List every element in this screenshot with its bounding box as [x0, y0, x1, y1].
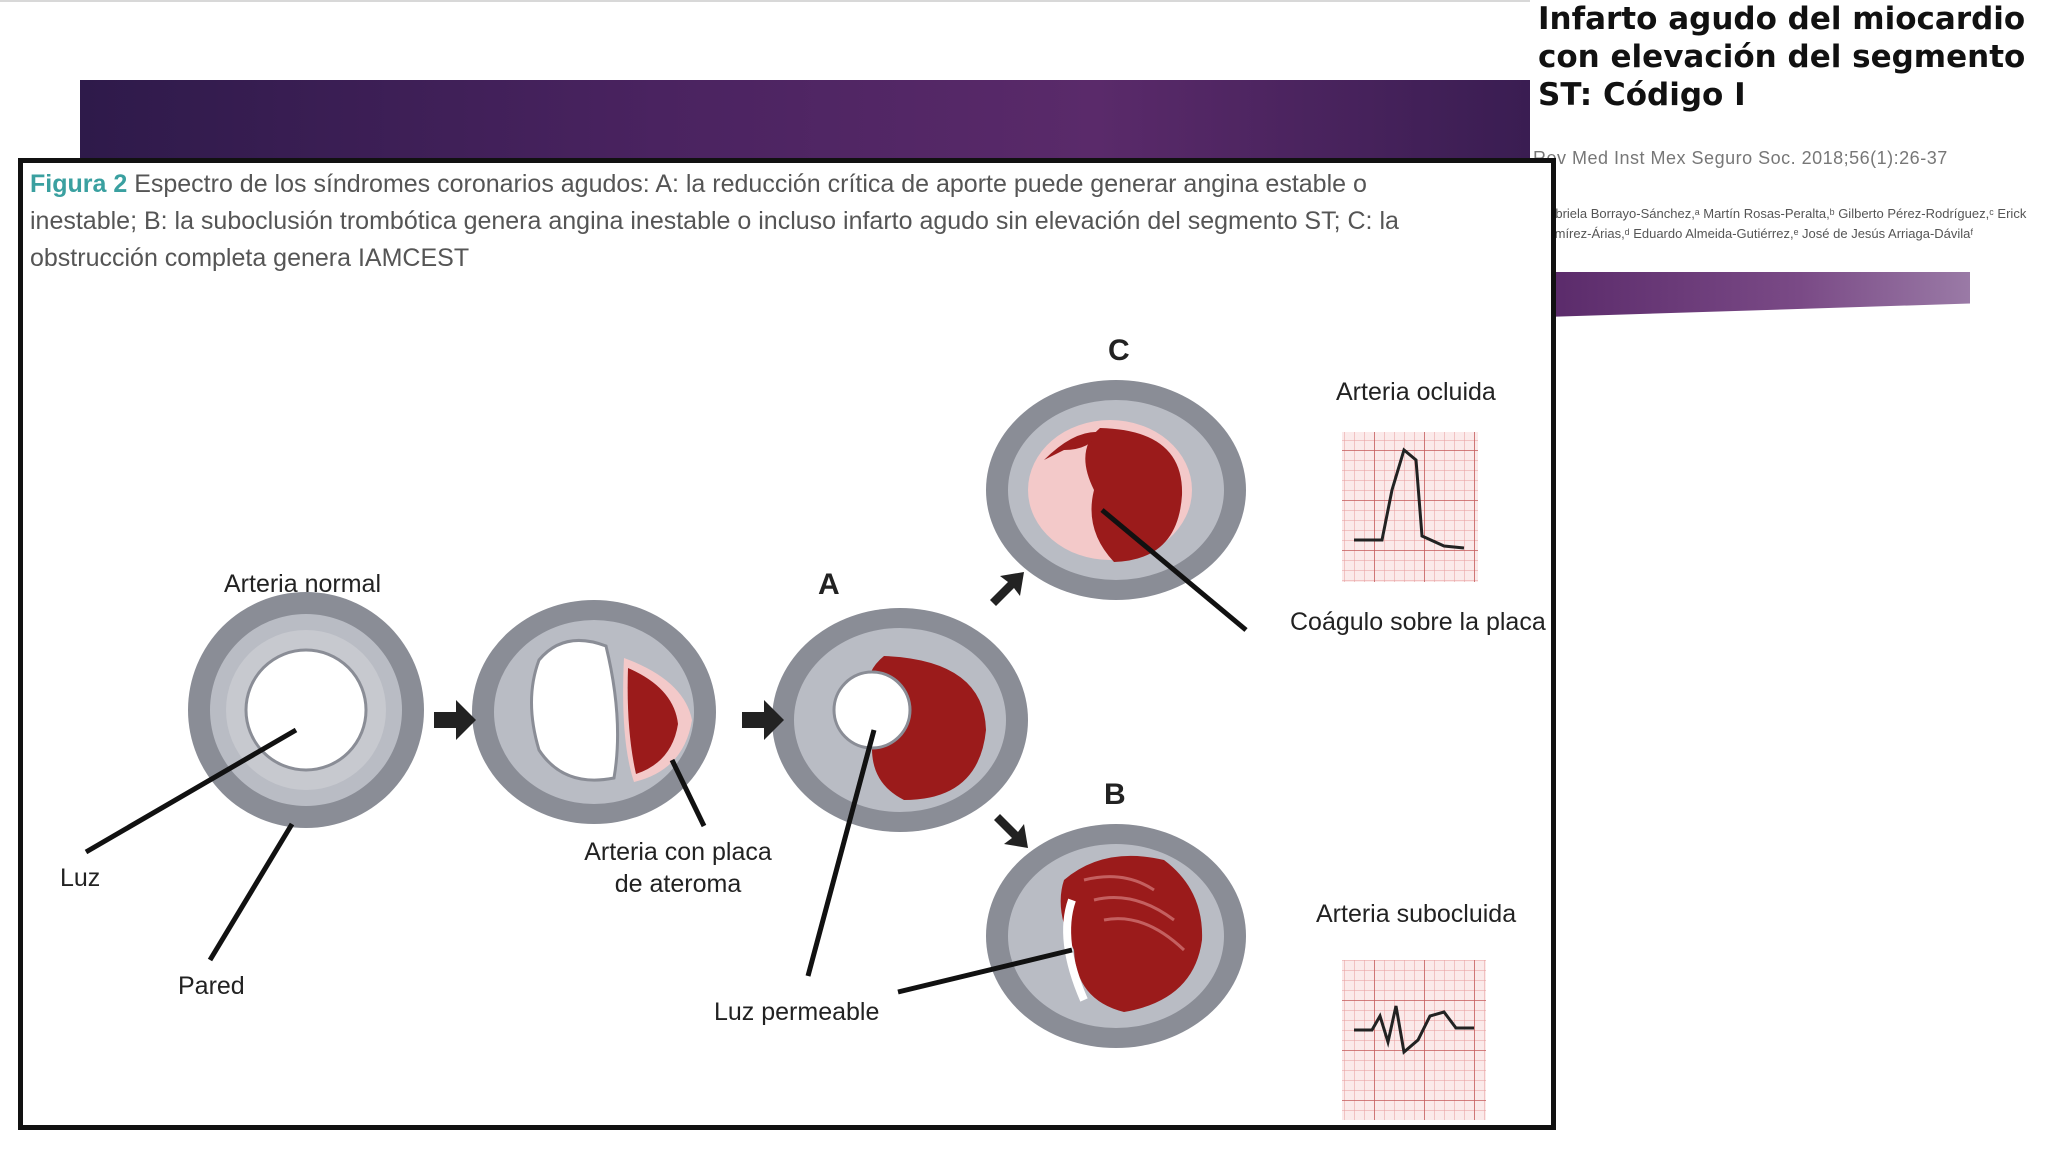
label-stage-b: B: [1104, 778, 1126, 811]
progression-arrow-2: [742, 700, 784, 740]
artery-normal: [188, 592, 424, 828]
label-stage-a: A: [818, 568, 840, 601]
pointer-luz-permeable-b: [897, 947, 1073, 995]
progression-arrow-to-c: [990, 572, 1024, 606]
article-title-line-2: con elevación del segmento: [1538, 39, 2026, 75]
artery-with-plaque: [472, 600, 716, 824]
journal-citation: Rev Med Inst Mex Seguro Soc. 2018;56(1):…: [1533, 148, 1948, 168]
figure-caption-text: Espectro de los síndromes coronarios agu…: [30, 170, 1399, 272]
label-arteria-ocluida: Arteria ocluida: [1336, 378, 1496, 406]
pointer-pared: [207, 822, 295, 962]
author-list: Gabriela Borrayo-Sánchez,ᵃ Martín Rosas-…: [1538, 206, 2027, 241]
label-pared: Pared: [178, 972, 245, 1000]
top-rule: [0, 0, 1530, 2]
label-arteria-placa-2: de ateroma: [614, 870, 742, 898]
slide-header-band: [80, 80, 1530, 160]
label-arteria-placa-1: Arteria con placa: [584, 838, 772, 866]
progression-arrow-1: [434, 700, 476, 740]
pointer-luz: [84, 727, 298, 855]
artery-stage-c: [986, 380, 1246, 600]
artery-stage-a: [772, 608, 1028, 832]
label-luz-permeable: Luz permeable: [714, 998, 880, 1026]
ecg-occluded: [1342, 432, 1478, 582]
artery-stage-b: [986, 824, 1246, 1048]
article-title-line-1: Infarto agudo del miocardio: [1538, 1, 2026, 37]
ecg-subocluded: [1342, 960, 1486, 1120]
article-title: Infarto agudo del miocardio con elevació…: [1538, 0, 2038, 114]
label-luz: Luz: [60, 864, 101, 892]
pointer-placa: [669, 758, 707, 828]
label-stage-c: C: [1108, 334, 1130, 367]
figure-caption: Figura 2 Espectro de los síndromes coron…: [30, 166, 1410, 277]
pointer-coagulo: [1100, 508, 1248, 632]
slide-swoosh: [1545, 272, 1970, 317]
pointer-luz-permeable-a: [805, 729, 877, 977]
label-coagulo-sobre-placa: Coágulo sobre la placa: [1290, 608, 1546, 636]
acs-diagram: [84, 380, 1486, 1120]
figure-label: Figura 2: [30, 170, 128, 198]
article-title-line-3: ST: Código I: [1538, 77, 1746, 113]
label-arteria-normal: Arteria normal: [224, 570, 381, 598]
progression-arrow-to-b: [994, 814, 1028, 848]
label-arteria-subocluida: Arteria subocluida: [1316, 900, 1517, 928]
